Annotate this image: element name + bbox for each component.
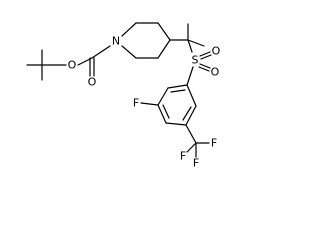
bond-aryl-to-cf3-carbon: [185, 124, 197, 144]
structure-diagram: O O N S O O F F F F: [26, 22, 221, 170]
atom-label-f-cf3-bottom: F: [193, 157, 199, 170]
bond-so-upper-a: [199, 51, 211, 57]
atom-label-layer: O O N S O O F F F F: [68, 35, 221, 170]
atom-label-s: S: [192, 54, 199, 67]
bond-layer: [26, 22, 212, 158]
bond-ring-c6-n: [121, 45, 137, 59]
atom-cf3-fluorine-right: F: [211, 137, 217, 150]
molecule-drawing: O O N S O O F F F F: [26, 22, 221, 170]
atom-sulfonyl-oxygen-upper: O: [212, 45, 221, 58]
bond-aryl-c3-c4: [157, 104, 167, 124]
bond-cf3-to-fluorine-left: [186, 142, 197, 153]
bond-ring-c4-c5: [157, 39, 171, 59]
bond-aryl-c2-c3: [157, 87, 169, 106]
atom-label-f-cf3-right: F: [211, 137, 217, 150]
bond-so-lower-b: [198, 66, 210, 72]
bond-carbonyl-to-nitrogen: [91, 45, 111, 59]
atom-label-o-sulfonyl-upper: O: [212, 45, 221, 58]
atom-label-f-cf3-left: F: [180, 150, 186, 163]
bond-aryl-c1-c2: [167, 84, 188, 89]
bond-sulfur-to-aryl: [186, 66, 194, 86]
bond-quaternary-to-sulfur: [187, 39, 193, 53]
atom-piperidine-nitrogen: N: [112, 35, 120, 48]
bond-aryl-inner-1: [170, 89, 186, 93]
bond-aryl-to-fluorine: [140, 102, 159, 106]
bond-aryl-c4-c5: [165, 122, 187, 126]
bond-ring-n-c2: [121, 22, 137, 37]
bond-so-upper-b: [200, 54, 212, 60]
bond-aryl-c6-c1: [186, 84, 197, 107]
atom-label-o-carbonyl: O: [88, 76, 97, 89]
bond-quaternary-methyl-right: [187, 39, 205, 47]
atom-sulfur: S: [192, 54, 199, 67]
atom-cf3-fluorine-left: F: [180, 150, 186, 163]
atom-boc-ether-oxygen: O: [68, 59, 77, 72]
atom-label-f-aryl: F: [133, 97, 139, 110]
bond-aryl-inner-2: [162, 104, 170, 119]
bond-so-lower-a: [199, 63, 211, 69]
atom-label-n: N: [112, 35, 120, 48]
bond-aryl-inner-3: [182, 106, 192, 121]
atom-aryl-fluorine: F: [133, 97, 139, 110]
bond-ring-c3-c4: [157, 22, 171, 41]
atom-label-o-sulfonyl-lower: O: [211, 66, 220, 79]
bond-aryl-c5-c6: [185, 105, 197, 126]
atom-label-o-ether: O: [68, 59, 77, 72]
atom-boc-carbonyl-oxygen: O: [88, 76, 97, 89]
atom-sulfonyl-oxygen-lower: O: [211, 66, 220, 79]
atom-cf3-fluorine-bottom: F: [193, 157, 199, 170]
